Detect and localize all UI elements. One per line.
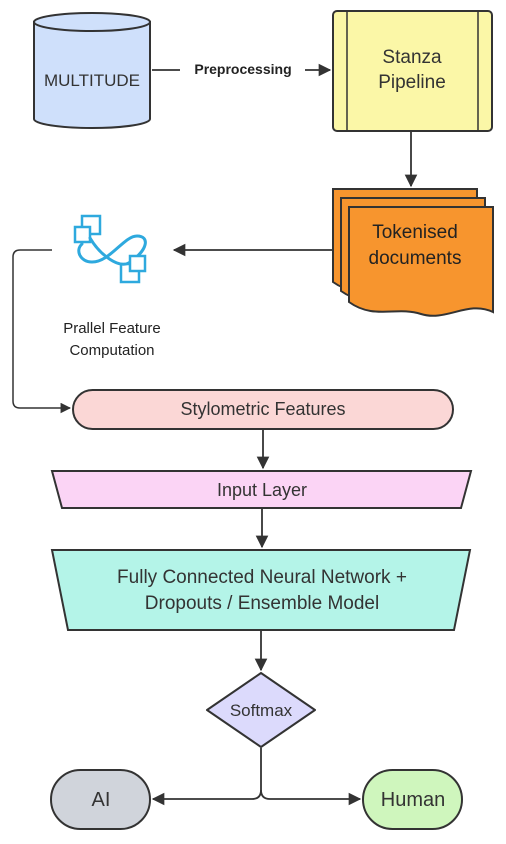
softmax-to-ai-arrow bbox=[151, 748, 262, 806]
parallel-label-line2: Computation bbox=[69, 342, 154, 359]
parallel-label-line1: Prallel Feature bbox=[63, 320, 161, 337]
preprocessing-label: Preprocessing bbox=[194, 61, 291, 77]
tokenised-label-line2: documents bbox=[369, 248, 462, 269]
infinity-linked-squares-icon bbox=[73, 214, 147, 284]
ai-label: AI bbox=[92, 789, 111, 811]
input-layer-label: Input Layer bbox=[217, 480, 307, 500]
human-output-node: Human bbox=[362, 769, 463, 830]
softmax-label: Softmax bbox=[230, 701, 293, 720]
human-label: Human bbox=[381, 789, 445, 811]
preprocessing-label-bg bbox=[180, 59, 305, 79]
stanza-label-line2: Pipeline bbox=[378, 72, 446, 93]
fcnn-label-line2: Dropouts / Ensemble Model bbox=[145, 593, 379, 614]
parallel-to-stylometric-connector bbox=[12, 249, 72, 414]
input-layer-node: Input Layer bbox=[50, 470, 473, 509]
stanza-pipeline-node: Stanza Pipeline bbox=[332, 10, 493, 132]
multitude-database-node: MULTITUDE bbox=[33, 12, 151, 129]
ai-output-node: AI bbox=[50, 769, 151, 830]
stanza-label-line1: Stanza bbox=[382, 47, 442, 68]
tokenised-documents-node: Tokenised documents bbox=[332, 188, 494, 317]
multitude-label: MULTITUDE bbox=[44, 71, 140, 90]
tokenised-label-line1: Tokenised bbox=[372, 222, 458, 243]
stylometric-label: Stylometric Features bbox=[180, 399, 345, 419]
softmax-to-human-arrow bbox=[260, 789, 362, 806]
stylometric-features-node: Stylometric Features bbox=[72, 389, 454, 430]
softmax-decision-node: Softmax bbox=[206, 672, 316, 748]
fcnn-node: Fully Connected Neural Network + Dropout… bbox=[50, 549, 472, 631]
fcnn-label-line1: Fully Connected Neural Network + bbox=[117, 567, 407, 588]
